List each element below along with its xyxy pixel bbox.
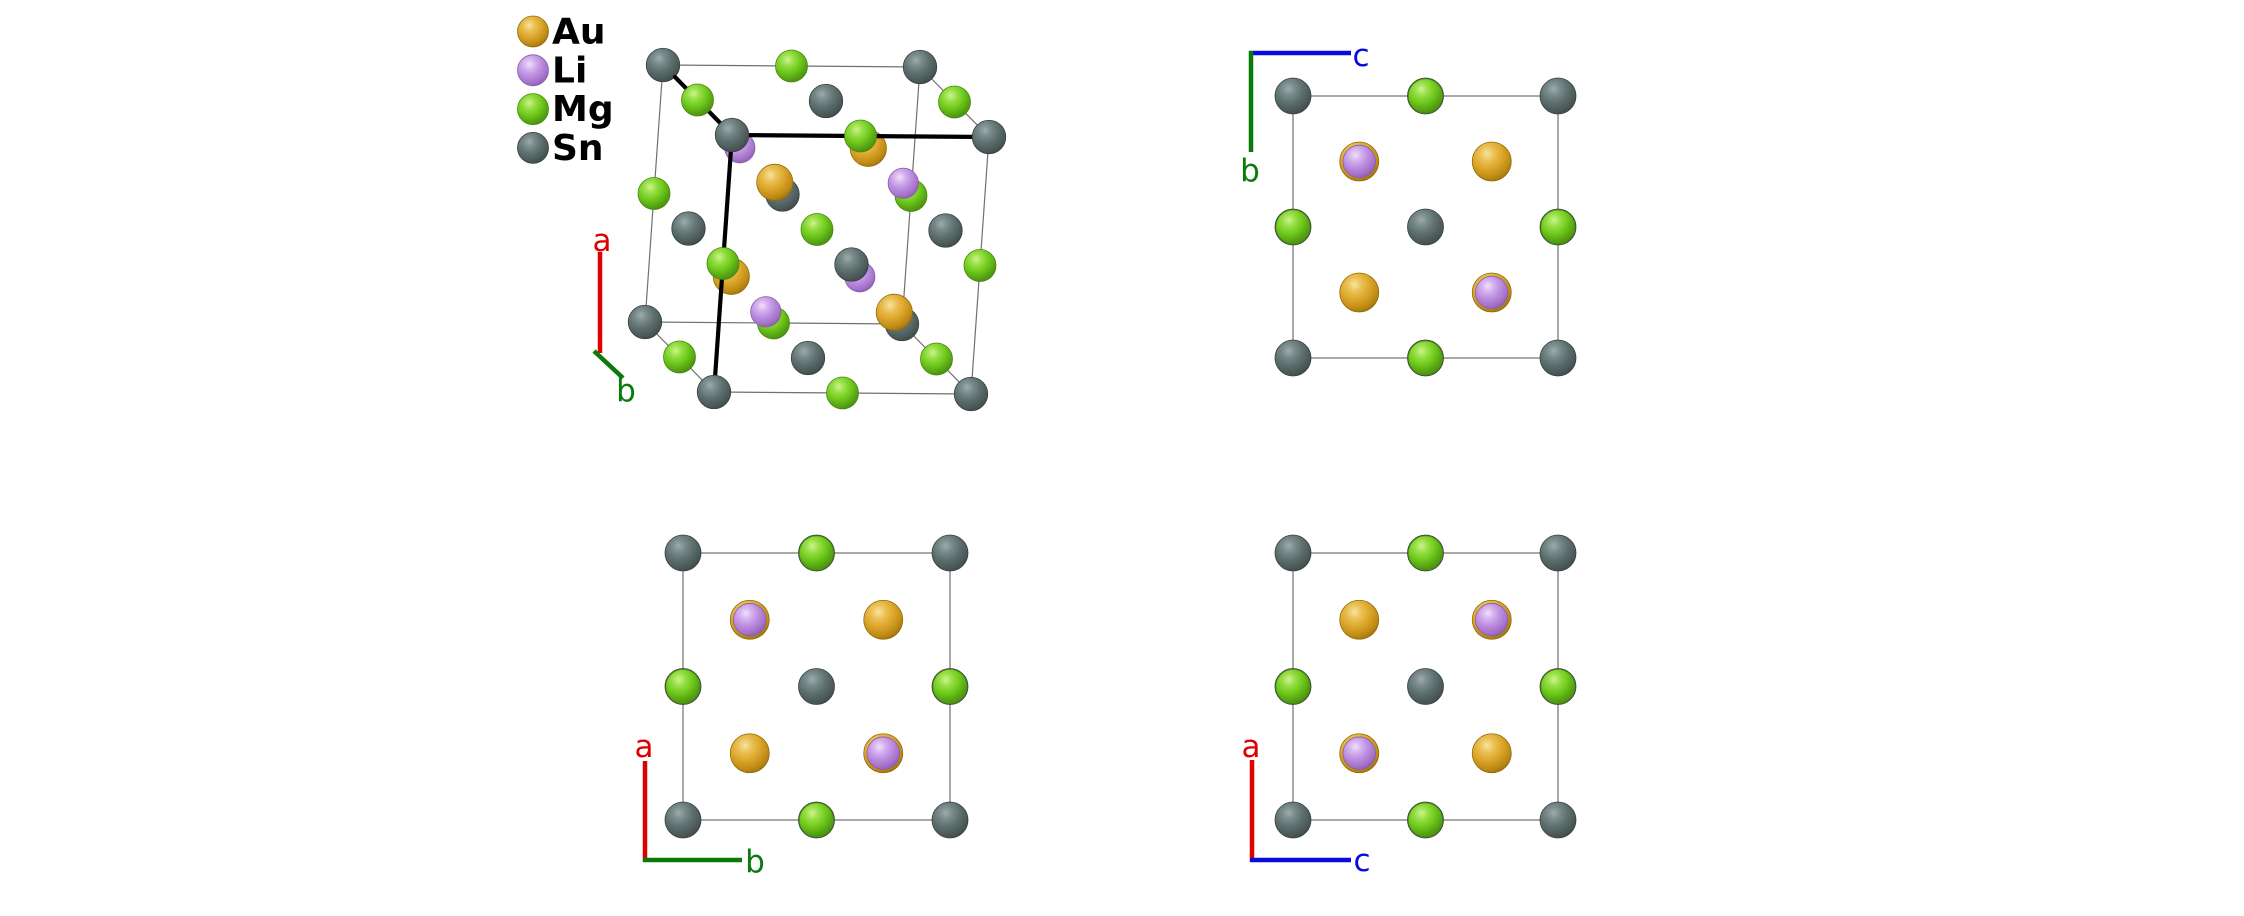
atom-Sn — [1274, 77, 1312, 115]
atom-Sn — [1539, 801, 1577, 839]
atom-Mg — [1275, 668, 1311, 705]
atom-Au — [1471, 141, 1512, 182]
atom-Sn — [1539, 534, 1577, 572]
atom-Sn — [1274, 534, 1312, 572]
panel-projection-ac: ac — [1242, 534, 1577, 879]
atom-Sn — [696, 374, 732, 410]
legend-sphere-Sn — [517, 131, 549, 164]
legend-sphere-Mg — [517, 93, 549, 125]
atom-Mg — [775, 49, 808, 83]
axis-label-a: a — [635, 729, 654, 765]
atom-Li — [1342, 144, 1376, 179]
legend-label-Li: Li — [552, 50, 587, 91]
atom-Sn — [931, 534, 969, 572]
atom-Sn — [798, 668, 835, 705]
atom-Mg — [1540, 209, 1576, 245]
atom-Au — [756, 163, 794, 201]
atom-Mg — [1275, 209, 1311, 245]
atom-Au — [1339, 272, 1380, 313]
atom-Mg — [665, 668, 701, 705]
atom-Mg — [706, 247, 740, 280]
atom-Li — [750, 296, 782, 328]
atom-Li — [1342, 736, 1376, 770]
legend-entry-Li: Li — [517, 50, 587, 91]
atom-Li — [1475, 275, 1509, 310]
atom-Mg — [1407, 78, 1444, 114]
atom-Au — [1471, 733, 1512, 774]
atom-Sn — [645, 47, 681, 83]
atom-Mg — [1540, 668, 1576, 705]
atom-Mg — [798, 802, 835, 838]
atom-Au — [1339, 599, 1380, 640]
atom-Mg — [932, 668, 968, 705]
axis-label-b: b — [1240, 153, 1260, 189]
atom-Mg — [963, 249, 997, 282]
atom-Sn — [1539, 339, 1577, 377]
atom-Sn — [834, 247, 869, 282]
atom-Sn — [1274, 339, 1312, 377]
atom-Li — [733, 603, 767, 637]
legend-label-Au: Au — [552, 12, 606, 53]
legend-entry-Sn: Sn — [517, 128, 604, 169]
atom-Sn — [808, 83, 844, 119]
atom-Sn — [627, 304, 663, 340]
atom-Mg — [1407, 535, 1444, 571]
atom-Mg — [938, 85, 971, 119]
axis-label-c: c — [1353, 843, 1370, 879]
axis-label-b: b — [745, 844, 765, 880]
atom-Mg — [920, 342, 953, 376]
atom-Sn — [928, 213, 963, 248]
atom-Sn — [1274, 801, 1312, 839]
axis-line-b — [592, 349, 625, 380]
atom-Li — [1475, 603, 1509, 637]
axis-label-a: a — [1242, 729, 1261, 765]
atom-Sn — [664, 801, 702, 839]
atom-Mg — [1407, 802, 1444, 838]
atom-Sn — [1407, 208, 1444, 246]
atom-Au — [863, 599, 904, 640]
atom-Sn — [664, 534, 702, 572]
atom-Mg — [1407, 340, 1444, 376]
atom-Au — [875, 293, 913, 331]
atom-Li — [887, 167, 919, 199]
atom-Mg — [681, 83, 714, 117]
legend-sphere-Au — [517, 15, 549, 48]
panel-3d-perspective: ab — [592, 47, 1007, 412]
atom-Sn — [671, 211, 706, 246]
legend-entry-Mg: Mg — [517, 89, 614, 130]
atom-Mg — [798, 535, 835, 571]
legend-label-Mg: Mg — [552, 89, 614, 130]
legend-entry-Au: Au — [517, 12, 606, 53]
atom-Sn — [902, 49, 938, 85]
atom-Mg — [844, 119, 877, 153]
atom-Sn — [714, 117, 750, 153]
atom-Sn — [790, 340, 826, 376]
atom-Sn — [953, 376, 989, 412]
axis-label-b: b — [616, 373, 636, 409]
atom-Mg — [663, 340, 696, 374]
axis-label-c: c — [1352, 38, 1369, 74]
atom-Sn — [1407, 668, 1444, 705]
legend-sphere-Li — [517, 54, 549, 87]
atom-Sn — [971, 119, 1007, 155]
atom-Sn — [1539, 77, 1577, 115]
atom-Mg — [800, 213, 834, 246]
panel-projection-bc: cb — [1240, 38, 1577, 377]
panel-projection-ab: ab — [635, 534, 969, 880]
atom-Li — [866, 736, 900, 770]
atom-Mg — [637, 177, 671, 210]
atom-Au — [729, 733, 770, 774]
axis-label-a: a — [593, 223, 612, 259]
atom-Mg — [826, 376, 859, 410]
legend-label-Sn: Sn — [552, 128, 604, 169]
atom-Sn — [931, 801, 969, 839]
